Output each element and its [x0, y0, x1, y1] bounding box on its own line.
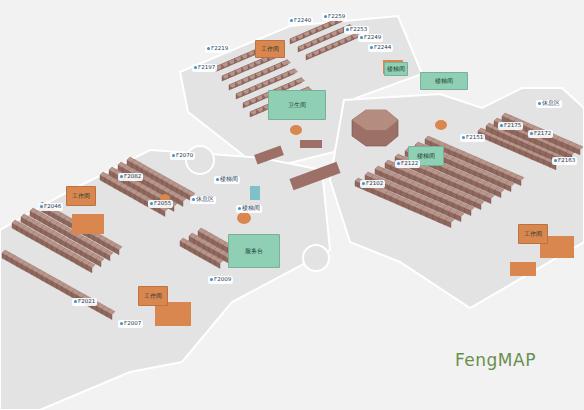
booth-label: F2197: [192, 64, 217, 72]
misc-blocks: [72, 60, 574, 326]
booth-label: F2102: [360, 180, 385, 188]
booth-label: F2244: [368, 44, 393, 52]
booth-label: F2151: [460, 134, 485, 142]
booth-label: F2055: [148, 200, 173, 208]
booth-label: F2175: [498, 122, 523, 130]
booth-label: F2240: [288, 17, 313, 25]
room-block: 卫生间: [268, 90, 326, 120]
room-block: 工作间: [66, 186, 96, 206]
booth-label: F2082: [118, 173, 143, 181]
watermark: FengMAP: [455, 350, 536, 370]
booth-label: F2046: [38, 203, 63, 211]
room-name: 服务台: [245, 248, 263, 255]
booth-label: 楼梯间: [214, 176, 240, 184]
room-block: 服务台: [228, 234, 280, 268]
booth-label: F2007: [118, 320, 143, 328]
booth-label: F2253: [344, 26, 369, 34]
room-block: 工作间: [255, 40, 285, 58]
room-name: 卫生间: [288, 102, 306, 109]
booth-label: F2009: [208, 276, 233, 284]
booth-rows: [2, 17, 583, 320]
booth-label: F2249: [358, 34, 383, 42]
room-block: 楼梯间: [420, 72, 468, 90]
booth-label: 休息区: [536, 100, 562, 108]
room-name: 楼梯间: [387, 66, 405, 73]
booth-label: F2163: [552, 157, 577, 165]
room-name: 楼梯间: [417, 153, 435, 160]
booth-label: F2070: [170, 152, 195, 160]
room-name: 工作间: [72, 193, 90, 200]
booth-label: F2219: [205, 45, 230, 53]
booth-label: 休息区: [190, 196, 216, 204]
room-name: 工作间: [524, 231, 542, 238]
room-name: 工作间: [261, 46, 279, 53]
room-name: 工作间: [144, 293, 162, 300]
booth-label: F2122: [395, 160, 420, 168]
room-block: 楼梯间: [384, 62, 408, 76]
room-block: 工作间: [138, 286, 168, 306]
room-name: 楼梯间: [435, 78, 453, 85]
booth-label: F2021: [72, 298, 97, 306]
floor-area: [0, 16, 584, 410]
booth-label: 楼梯间: [236, 205, 262, 213]
room-block: 工作间: [518, 224, 548, 244]
booth-label: F2259: [322, 13, 347, 21]
booth-label: F2172: [528, 130, 553, 138]
